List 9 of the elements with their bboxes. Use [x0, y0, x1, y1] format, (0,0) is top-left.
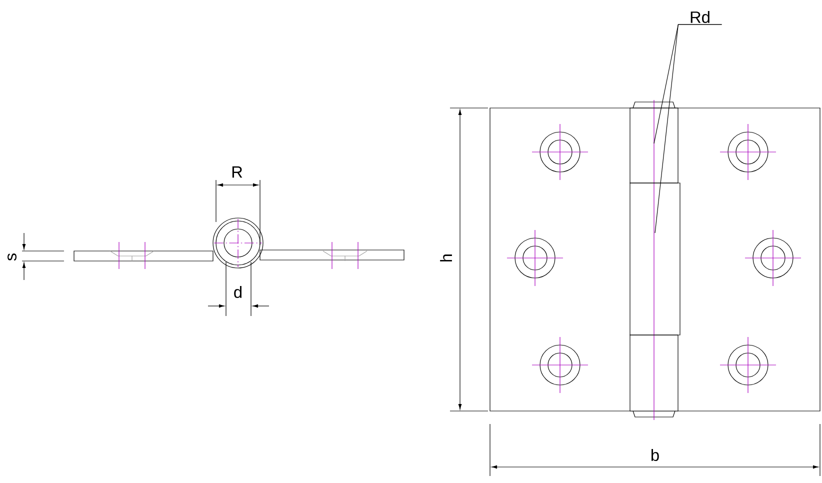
dimension-label: d [234, 286, 242, 298]
knuckle-box [630, 182, 680, 336]
knuckle-box [630, 108, 678, 184]
leader-line [654, 24, 722, 234]
dimension-label: b [652, 448, 659, 462]
dimension-label: R [232, 166, 242, 178]
dimension-label: s [8, 253, 16, 261]
dimension-label: h [440, 254, 452, 262]
leader-label: Rd [690, 10, 710, 24]
